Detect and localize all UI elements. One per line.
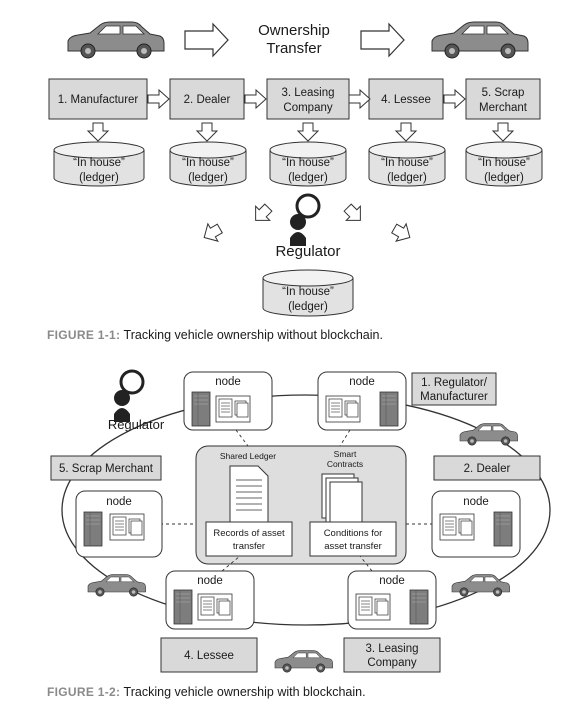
node-right (431, 490, 521, 558)
right-arrow-icon (360, 22, 405, 58)
ownership-transfer-title-line1: Ownership (258, 22, 330, 39)
diagonal-arrow-icon (388, 219, 416, 247)
participant-label: Company (367, 657, 416, 669)
ledger-label: “In house” (282, 157, 334, 169)
car-icon (274, 650, 333, 673)
right-arrow-icon (244, 89, 267, 109)
shared-ledger-label: Shared Ledger (220, 451, 276, 461)
car-icon (87, 574, 146, 597)
participant-box-manufacturer (48, 78, 148, 120)
ledger-database-icon (368, 141, 446, 187)
regulator-icon (112, 369, 145, 424)
figure-caption: FIGURE 1-1: Tracking vehicle ownership w… (47, 328, 383, 342)
participant-box-dealer (169, 78, 245, 120)
ledger-label: “In house” (282, 286, 334, 298)
participant-label: 3. Leasing (281, 87, 334, 99)
records-box (205, 521, 293, 557)
ledger-database-icon (53, 141, 145, 187)
ledger-database-icon (465, 141, 543, 187)
node-bottom-right (347, 570, 437, 630)
diagonal-arrow-icon (340, 200, 368, 228)
right-arrow-icon (348, 89, 371, 109)
ledger-label: “In house” (381, 157, 433, 169)
node-label: node (463, 496, 489, 508)
car-icon (451, 574, 510, 597)
participant-label: 4. Lessee (184, 650, 234, 662)
ledger-label: “In house” (73, 157, 125, 169)
conditions-box (309, 521, 397, 557)
node-label: node (379, 575, 405, 587)
participant-box-lessee (160, 637, 258, 673)
participant-label: 4. Lessee (381, 94, 431, 106)
figure-caption: FIGURE 1-2: Tracking vehicle ownership w… (47, 685, 366, 699)
participant-label: 5. Scrap Merchant (59, 463, 154, 475)
right-arrow-icon (184, 22, 229, 58)
participant-box-leasing-company (266, 78, 350, 120)
participant-box-regulator-manufacturer (411, 372, 497, 406)
participant-box-scrap-merchant (50, 455, 162, 481)
participant-label: 1. Regulator/ (421, 377, 488, 389)
node-label: node (215, 376, 241, 388)
participant-label: Company (283, 102, 332, 114)
ledger-label: (ledger) (288, 172, 328, 184)
node-top-right (317, 371, 407, 431)
down-arrow-icon (395, 122, 417, 142)
down-arrow-icon (492, 122, 514, 142)
ledger-label: (ledger) (288, 301, 328, 313)
participant-label: Merchant (479, 102, 528, 114)
conditions-label: asset transfer (324, 541, 382, 552)
ledger-database-icon (169, 141, 247, 187)
ledger-label: (ledger) (484, 172, 524, 184)
down-arrow-icon (87, 122, 109, 142)
smart-contracts-label: Smart (334, 449, 357, 459)
participant-label: Manufacturer (420, 391, 488, 403)
participant-box-lessee (368, 78, 444, 120)
contract-stack-icon (321, 473, 363, 527)
diagonal-arrow-icon (198, 219, 226, 247)
participant-box-leasing-company (343, 637, 441, 673)
ledger-database-icon (262, 269, 354, 317)
participant-label: 5. Scrap (482, 87, 525, 99)
right-arrow-icon (147, 89, 170, 109)
down-arrow-icon (297, 122, 319, 142)
smart-contracts-label: Contracts (327, 459, 363, 469)
node-top-left (183, 371, 273, 431)
car-icon (431, 21, 529, 59)
node-label: node (106, 496, 132, 508)
participant-label: 2. Dealer (464, 463, 511, 475)
regulator-label: Regulator (108, 417, 165, 432)
regulator-label: Regulator (275, 243, 340, 260)
participant-box-scrap-merchant (465, 78, 541, 120)
participant-label: 1. Manufacturer (58, 94, 139, 106)
ledger-document-icon (229, 465, 269, 525)
participant-label: 3. Leasing (365, 643, 418, 655)
ledger-label: “In house” (478, 157, 530, 169)
conditions-label: Conditions for (324, 528, 383, 539)
network-ring (61, 394, 551, 626)
ledger-label: “In house” (182, 157, 234, 169)
ownership-transfer-title-line2: Transfer (266, 40, 321, 57)
ledger-label: (ledger) (188, 172, 228, 184)
figure-1-1: Ownership Transfer 1. Manufacturer 2. De… (47, 21, 543, 342)
ledger-label: (ledger) (387, 172, 427, 184)
car-icon (459, 423, 518, 446)
node-left (75, 490, 163, 558)
participant-label: 2. Dealer (184, 94, 231, 106)
ledger-label: (ledger) (79, 172, 119, 184)
records-label: Records of asset (213, 528, 285, 539)
figure-1-2: Shared Ledger Smart Contracts Records of… (47, 369, 551, 699)
car-icon (67, 21, 165, 59)
right-arrow-icon (443, 89, 466, 109)
node-bottom-left (165, 570, 255, 630)
ledger-database-icon (269, 141, 347, 187)
records-label: transfer (233, 541, 265, 552)
node-label: node (197, 575, 223, 587)
participant-box-dealer (433, 455, 541, 481)
diagonal-arrow-icon (248, 200, 276, 228)
node-label: node (349, 376, 375, 388)
regulator-icon (288, 193, 321, 248)
down-arrow-icon (196, 122, 218, 142)
